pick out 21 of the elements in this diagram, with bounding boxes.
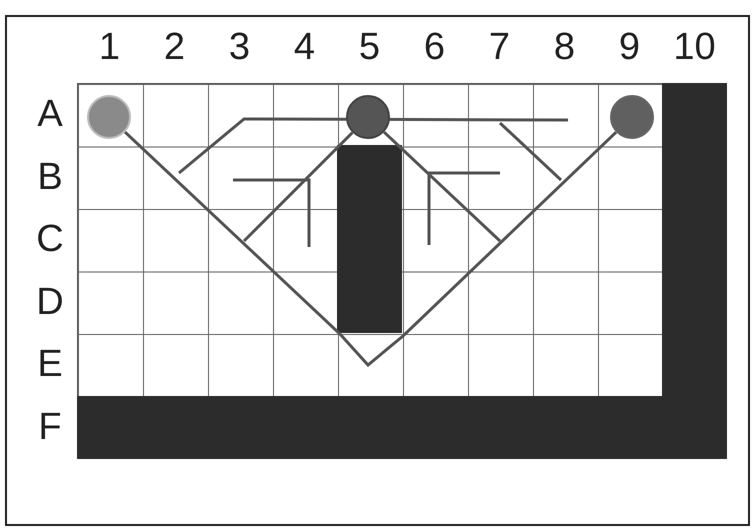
column-number: 6 — [422, 28, 446, 66]
column-number: 2 — [162, 28, 186, 66]
row-letter: D — [35, 282, 65, 320]
column-number: 1 — [98, 28, 122, 66]
wall-block — [77, 396, 727, 459]
row-letter: B — [36, 158, 64, 196]
row-letter: E — [36, 345, 64, 383]
row-letter: F — [37, 408, 63, 446]
column-number: 5 — [358, 28, 382, 66]
column-number: 9 — [618, 28, 642, 66]
column-number: 10 — [672, 28, 717, 66]
column-number: 3 — [228, 28, 252, 66]
column-number: 8 — [552, 28, 576, 66]
path-line — [383, 130, 502, 242]
wall-block — [662, 83, 727, 396]
row-letter: C — [35, 220, 65, 258]
column-number: 4 — [292, 28, 316, 66]
wall-block — [337, 145, 402, 333]
row-letter: A — [36, 95, 64, 133]
column-number: 7 — [488, 28, 512, 66]
path-line — [242, 132, 354, 242]
